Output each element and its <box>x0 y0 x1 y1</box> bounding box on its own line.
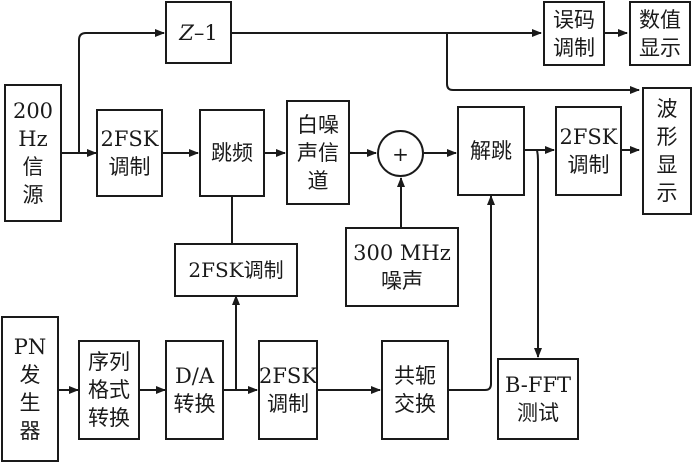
seq-format-label: 序列 格式 转换 <box>88 350 130 430</box>
ber-mod-label: 误码 调制 <box>553 7 595 60</box>
wire-conj-to-dehop <box>448 195 495 391</box>
fsk-mod-3-label: 2FSK 调制 <box>259 364 318 416</box>
fsk-mod-1-block: 2FSK 调制 <box>96 109 163 197</box>
da-convert-block: D/A 转换 <box>165 340 224 440</box>
plus-icon: + <box>392 141 409 166</box>
bfft-test-block: B-FFT 测试 <box>497 358 579 440</box>
pn-generator-label: PN 发 生 器 <box>13 335 47 443</box>
white-noise-channel-block: 白噪 声信 道 <box>286 100 350 205</box>
seq-format-block: 序列 格式 转换 <box>78 340 140 440</box>
delay-symbol: Z <box>179 20 194 45</box>
noise-300mhz-label: 300 MHz 噪声 <box>353 241 451 293</box>
waveform-display-block: 波 形 显 示 <box>642 87 692 215</box>
pn-generator-block: PN 发 生 器 <box>1 316 59 462</box>
fsk-mod-mid-label: 2FSK调制 <box>188 257 284 282</box>
wire-to-bfft <box>534 149 542 358</box>
delay-exponent: –1 <box>193 20 218 45</box>
source-block: 200 Hz 信 源 <box>4 84 62 222</box>
dehop-label: 解跳 <box>470 139 512 163</box>
fsk-mod-1-label: 2FSK 调制 <box>100 127 159 179</box>
fsk-mod-3-block: 2FSK 调制 <box>258 340 318 440</box>
value-display-label: 数值 显示 <box>639 7 681 60</box>
conjugate-label: 共轭 交换 <box>394 364 436 416</box>
hopping-label: 跳频 <box>211 141 253 165</box>
dehop-block: 解跳 <box>457 106 525 196</box>
wire-source-to-delay <box>78 29 165 153</box>
ber-mod-block: 误码 调制 <box>543 1 605 66</box>
source-label: 200 Hz 信 源 <box>12 99 54 207</box>
noise-300mhz-block: 300 MHz 噪声 <box>345 227 459 307</box>
da-convert-label: D/A 转换 <box>173 364 216 416</box>
fsk-mod-2-label: 2FSK 调制 <box>559 125 618 177</box>
bfft-test-label: B-FFT 测试 <box>504 373 572 425</box>
adder-node: + <box>377 130 424 177</box>
waveform-display-label: 波 形 显 示 <box>656 97 678 205</box>
conjugate-block: 共轭 交换 <box>381 340 449 440</box>
delay-block: Z–1 <box>165 1 232 64</box>
wire-delay-to-waveform <box>446 33 640 94</box>
white-noise-channel-label: 白噪 声信 道 <box>297 112 339 193</box>
value-display-block: 数值 显示 <box>629 1 691 66</box>
fsk-mod-mid-block: 2FSK调制 <box>174 243 298 297</box>
hopping-block: 跳频 <box>199 109 265 197</box>
fsk-mod-2-block: 2FSK 调制 <box>555 106 622 196</box>
